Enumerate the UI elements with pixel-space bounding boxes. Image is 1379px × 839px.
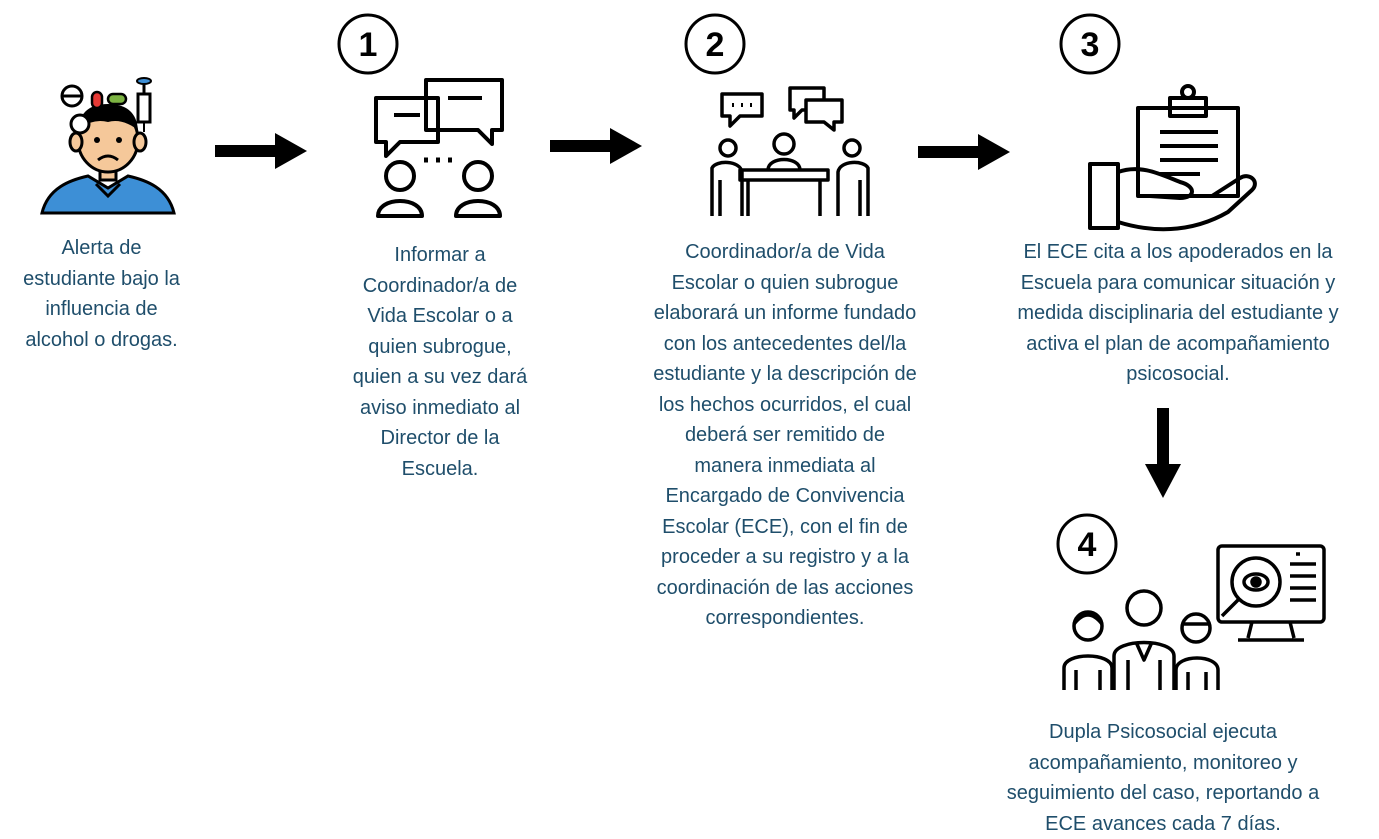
svg-text:4: 4 [1078, 526, 1097, 564]
hand-clipboard-icon [1088, 84, 1257, 232]
step-4-description: Dupla Psicosocial ejecuta acompañamiento… [1006, 721, 1320, 835]
step-1-number-badge: 1 [337, 13, 399, 75]
step-4-number-badge: 4 [1056, 513, 1118, 575]
step-3-description: El ECE cita a los apoderados en la Escue… [1017, 241, 1339, 385]
arrow-down [1145, 408, 1181, 498]
meeting-icon [710, 86, 870, 216]
arrow-right-2 [550, 128, 642, 164]
step-2-number-badge: 2 [684, 13, 746, 75]
student-under-influence-icon [40, 77, 176, 215]
step-2-description: Coordinador/a de Vida Escolar o quien su… [653, 241, 917, 629]
step-0-description: Alerta de estudiante bajo la influencia … [23, 237, 180, 351]
step-3-number-badge: 3 [1059, 13, 1121, 75]
step-1-description: Informar a Coordinador/a de Vida Escolar… [352, 244, 528, 480]
arrow-right-1 [215, 133, 307, 169]
svg-text:2: 2 [706, 26, 725, 64]
team-monitor-icon [1062, 544, 1326, 690]
svg-text:3: 3 [1081, 26, 1100, 64]
arrow-right-3 [918, 134, 1010, 170]
svg-text:1: 1 [359, 26, 378, 64]
chat-people-icon [374, 78, 504, 218]
